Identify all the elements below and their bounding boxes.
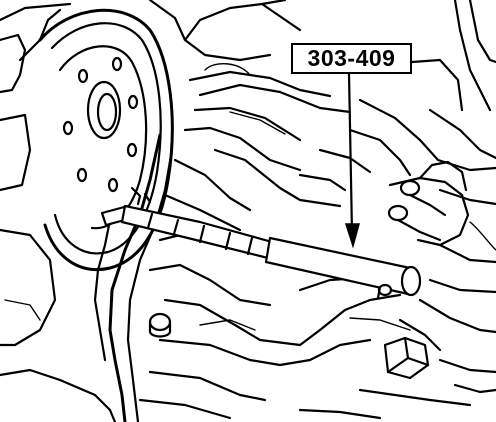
engine-block-outline [0, 0, 496, 232]
timing-cover-edge [93, 133, 174, 422]
left-housing [0, 33, 117, 422]
right-fittings [298, 160, 496, 420]
tool-number-label: 303-409 [291, 43, 412, 74]
timing-peg-tool-icon [100, 186, 422, 300]
callout-leader [344, 72, 360, 249]
crankshaft-pulley-icon [18, 8, 174, 271]
